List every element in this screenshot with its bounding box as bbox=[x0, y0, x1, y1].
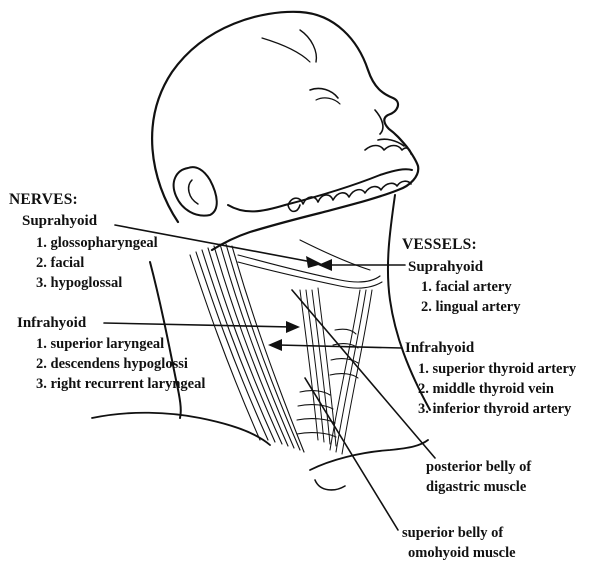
vessel-suprahyoid-item: 1. facial artery bbox=[421, 278, 512, 296]
vessel-suprahyoid-item: 2. lingual artery bbox=[421, 298, 520, 316]
nerve-suprahyoid-item: 3. hypoglossal bbox=[36, 274, 122, 292]
arrowhead-nerve-suprahyoid bbox=[306, 256, 322, 268]
arrowhead-vessel-suprahyoid bbox=[318, 259, 332, 271]
omohyoid-label-line1: superior belly of bbox=[402, 524, 503, 542]
head-outline bbox=[152, 12, 418, 250]
nerves-heading: NERVES: bbox=[9, 191, 78, 209]
digastric-label-line2: digastric muscle bbox=[426, 478, 526, 496]
leader-nerve-infrahyoid bbox=[104, 323, 292, 327]
nerve-suprahyoid-item: 1. glossopharyngeal bbox=[36, 234, 158, 252]
nerve-infrahyoid-item: 3. right recurrent laryngeal bbox=[36, 375, 205, 393]
nerve-suprahyoid-item: 2. facial bbox=[36, 254, 84, 272]
sternocleidomastoid-fibers bbox=[190, 244, 304, 452]
vessel-infrahyoid-item: 2. middle thyroid vein bbox=[418, 380, 554, 398]
vessels-heading: VESSELS: bbox=[402, 236, 477, 254]
nerves-suprahyoid-label: Suprahyoid bbox=[22, 212, 97, 230]
nerve-infrahyoid-item: 2. descendens hypoglossi bbox=[36, 355, 188, 373]
arrowhead-nerve-infrahyoid bbox=[286, 321, 300, 333]
arrowhead-vessel-infrahyoid bbox=[268, 339, 282, 351]
nerve-infrahyoid-item: 1. superior laryngeal bbox=[36, 335, 164, 353]
shoulder-right bbox=[310, 440, 428, 470]
omohyoid-label-line2: omohyoid muscle bbox=[408, 544, 516, 562]
vessel-infrahyoid-item: 1. superior thyroid artery bbox=[418, 360, 576, 378]
arrowheads bbox=[268, 256, 332, 351]
teeth bbox=[288, 146, 411, 212]
jaw-line bbox=[228, 169, 412, 211]
nerves-infrahyoid-label: Infrahyoid bbox=[17, 314, 86, 332]
vessels-infrahyoid-label: Infrahyoid bbox=[405, 339, 474, 357]
digastric-label-line1: posterior belly of bbox=[426, 458, 531, 476]
ear bbox=[174, 167, 217, 215]
vessels-suprahyoid-label: Suprahyoid bbox=[408, 258, 483, 276]
vessel-infrahyoid-item: 3. inferior thyroid artery bbox=[418, 400, 571, 418]
